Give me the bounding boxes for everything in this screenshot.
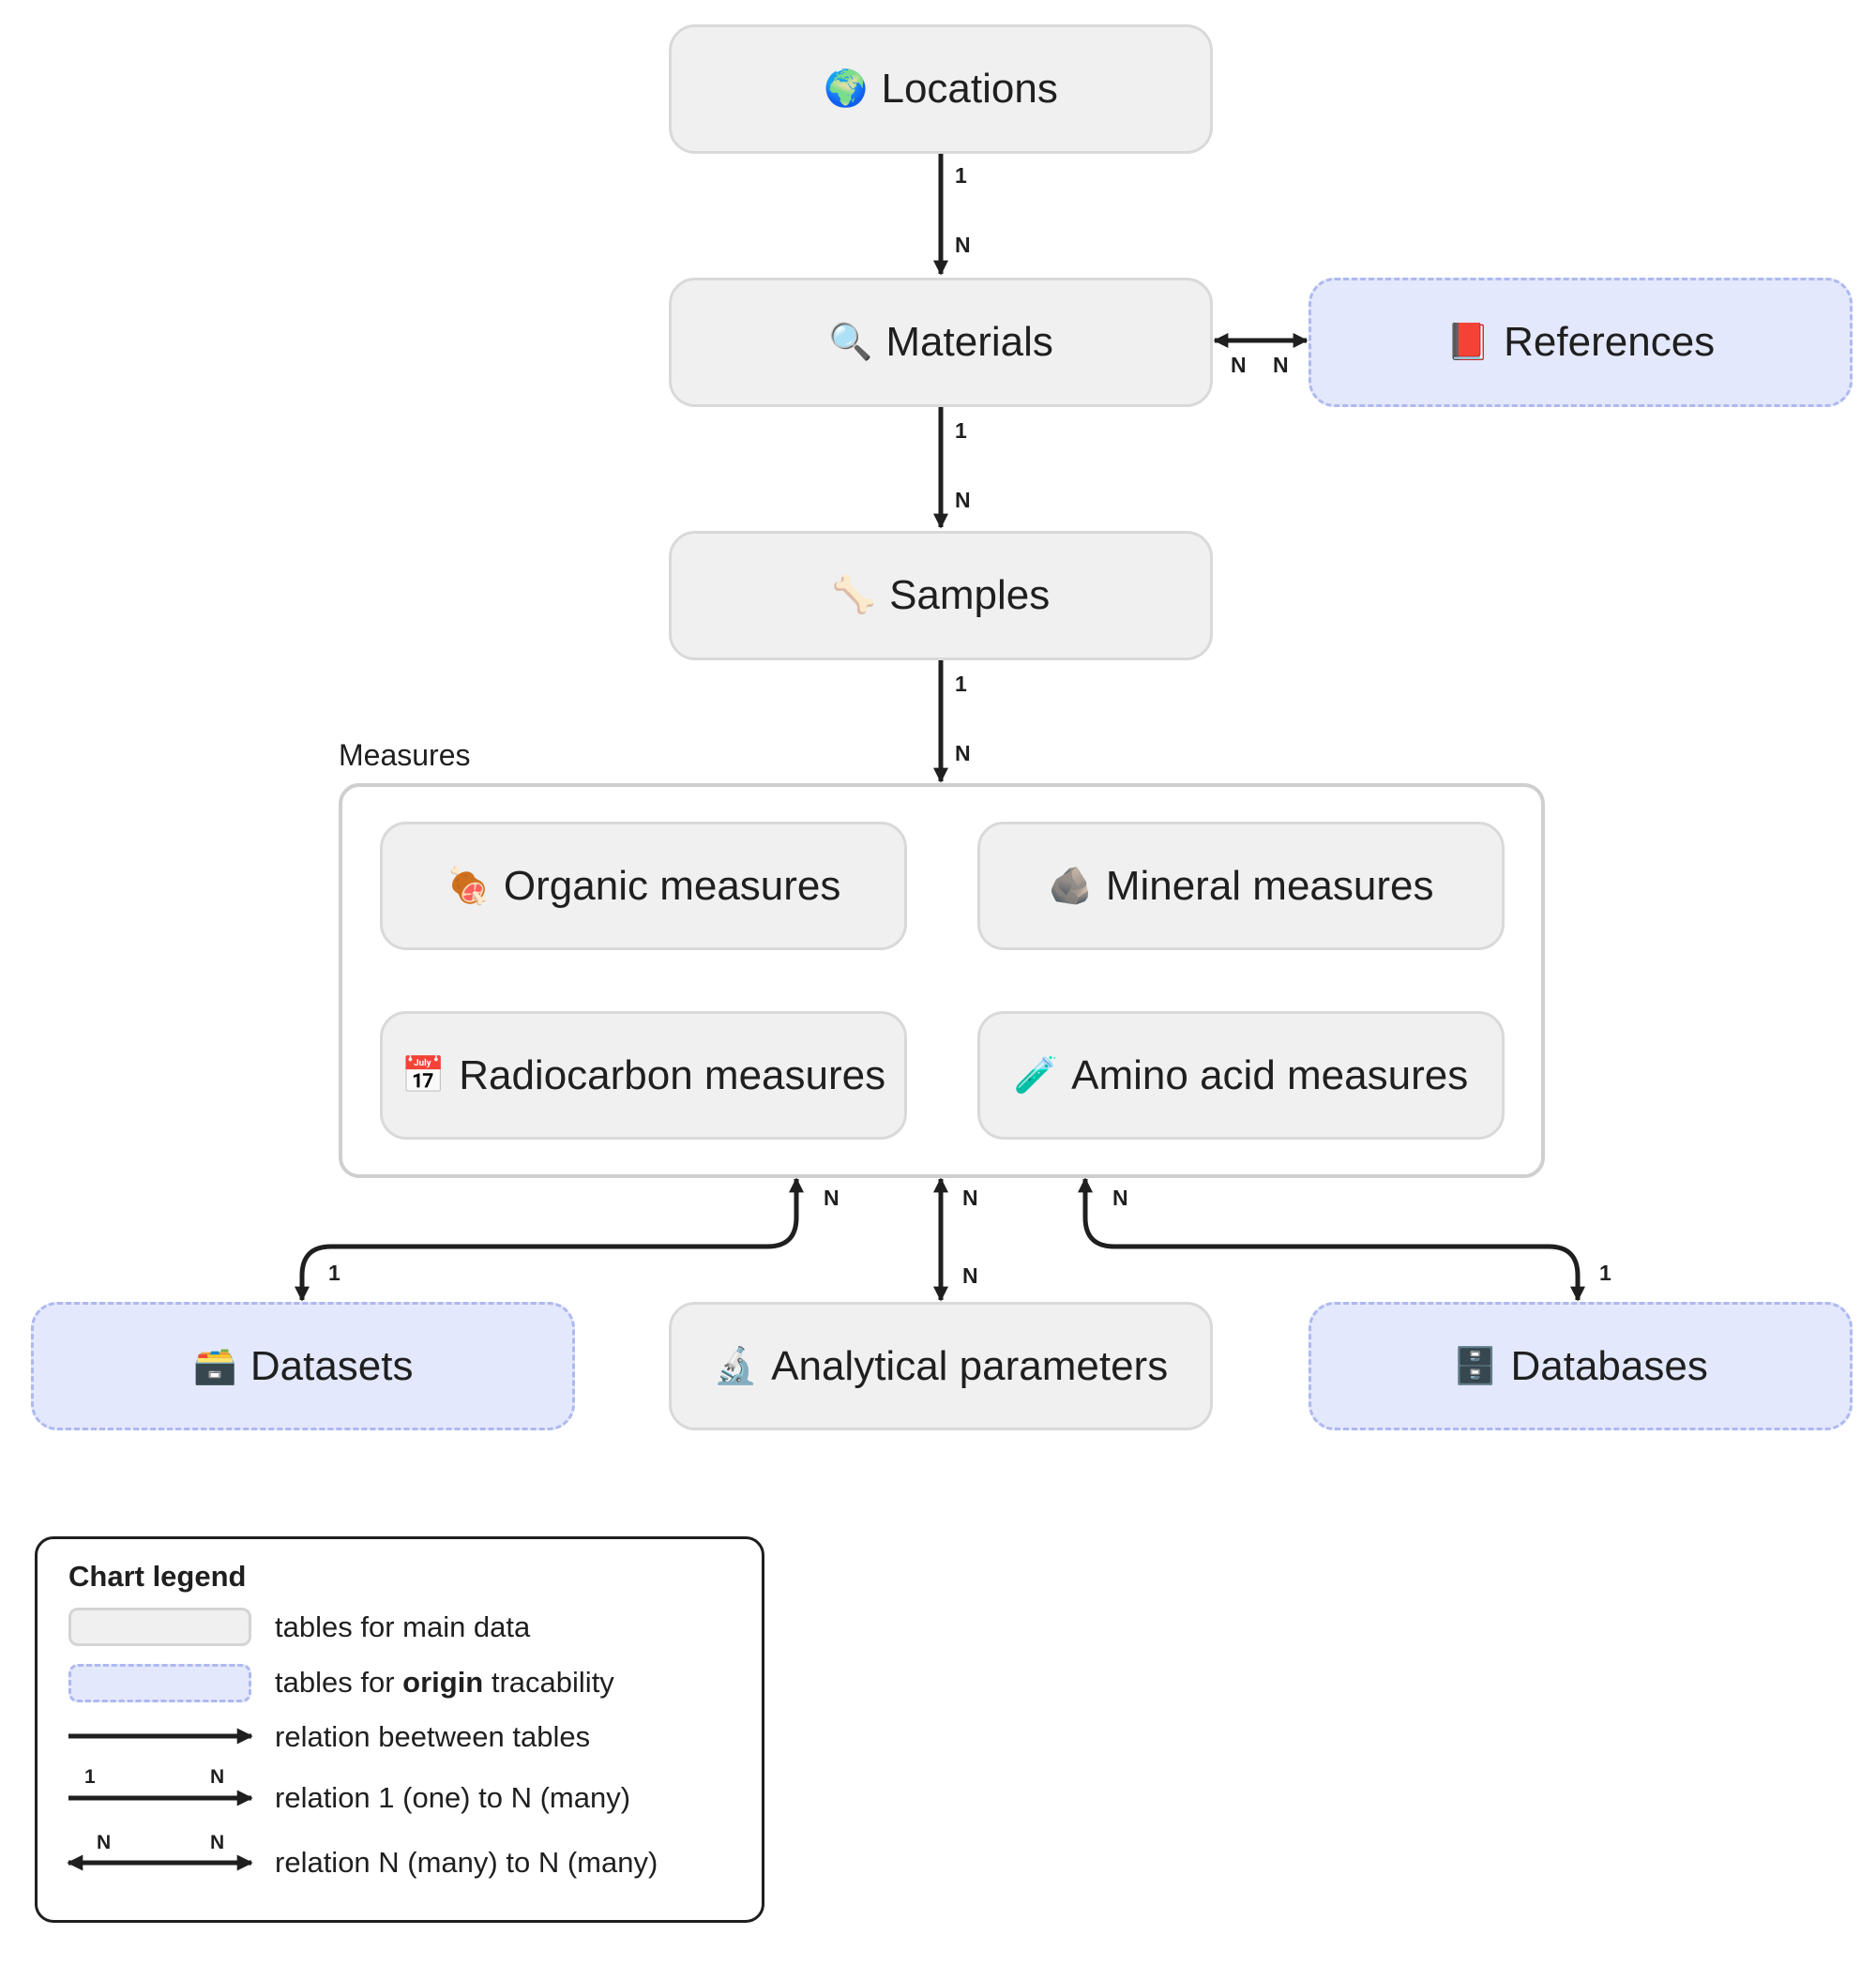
node-datasets[interactable]: 🗃️ Datasets bbox=[31, 1302, 575, 1430]
card-measures-datasets-to: 1 bbox=[328, 1261, 340, 1285]
legend-card-one: 1 bbox=[84, 1766, 96, 1788]
card-materials-samples-from: 1 bbox=[955, 418, 967, 443]
test-tube-icon: 🧪 bbox=[1013, 1055, 1059, 1096]
card-measures-analytical-from: N bbox=[962, 1186, 978, 1210]
node-references-label: References bbox=[1504, 319, 1716, 365]
node-analytical-parameters[interactable]: 🔬 Analytical parameters bbox=[669, 1302, 1213, 1430]
legend-relation-text: relation beetween tables bbox=[275, 1720, 591, 1753]
node-amino-acid-measures[interactable]: 🧪 Amino acid measures bbox=[977, 1011, 1505, 1140]
node-materials[interactable]: 🔍 Materials bbox=[669, 278, 1213, 407]
globe-icon: 🌍 bbox=[824, 69, 869, 109]
bone-icon: 🦴 bbox=[831, 576, 877, 615]
node-radiocarbon-label: Radiocarbon measures bbox=[459, 1051, 886, 1098]
node-locations[interactable]: 🌍 Locations bbox=[669, 24, 1213, 154]
microscope-icon: 🔬 bbox=[713, 1346, 759, 1386]
magnifier-icon: 🔍 bbox=[828, 323, 873, 362]
card-locations-materials-from: 1 bbox=[955, 163, 967, 188]
node-locations-label: Locations bbox=[881, 66, 1058, 112]
edge-measures-datasets bbox=[294, 1177, 805, 1302]
legend-many-to-many-text: relation N (many) to N (many) bbox=[275, 1846, 658, 1879]
node-references[interactable]: 📕 References bbox=[1309, 278, 1853, 407]
group-measures-label: Measures bbox=[339, 738, 471, 772]
node-analytical-label: Analytical parameters bbox=[771, 1342, 1169, 1389]
legend-main-swatch bbox=[68, 1608, 251, 1646]
card-measures-analytical-to: N bbox=[962, 1263, 978, 1288]
rock-icon: 🪨 bbox=[1048, 866, 1093, 906]
node-mineral-measures[interactable]: 🪨 Mineral measures bbox=[977, 822, 1505, 950]
card-materials-references-from: N bbox=[1231, 353, 1247, 377]
node-amino-label: Amino acid measures bbox=[1071, 1051, 1469, 1098]
node-organic-measures[interactable]: 🍖 Organic measures bbox=[380, 822, 907, 950]
card-materials-references-to: N bbox=[1273, 353, 1289, 377]
node-organic-label: Organic measures bbox=[503, 862, 841, 909]
chart-legend: Chart legend tables for main data tables… bbox=[35, 1536, 764, 1923]
node-materials-label: Materials bbox=[885, 319, 1053, 365]
node-samples[interactable]: 🦴 Samples bbox=[669, 531, 1213, 660]
card-measures-databases-to: 1 bbox=[1599, 1261, 1611, 1285]
card-measures-databases-from: N bbox=[1112, 1186, 1128, 1210]
legend-main-text: tables for main data bbox=[275, 1610, 531, 1643]
book-icon: 📕 bbox=[1445, 323, 1491, 362]
card-locations-materials-to: N bbox=[955, 233, 971, 257]
card-samples-measures-from: 1 bbox=[955, 672, 967, 696]
card-measures-datasets-from: N bbox=[824, 1186, 840, 1210]
node-radiocarbon-measures[interactable]: 📅 Radiocarbon measures bbox=[380, 1011, 907, 1140]
legend-origin-prefix: tables for bbox=[275, 1666, 395, 1699]
edge-measures-databases bbox=[1077, 1177, 1586, 1302]
legend-card-many-a: N bbox=[210, 1766, 224, 1788]
legend-origin-text: tables for origin tracability bbox=[275, 1666, 614, 1700]
legend-one-to-many-text: relation 1 (one) to N (many) bbox=[275, 1781, 631, 1814]
node-samples-label: Samples bbox=[889, 572, 1051, 618]
legend-arrows: 1 N N N bbox=[67, 1728, 253, 1871]
legend-origin-suffix: tracability bbox=[491, 1666, 614, 1699]
legend-origin-bold: origin bbox=[402, 1666, 484, 1699]
legend-card-many-c: N bbox=[210, 1832, 224, 1853]
file-cabinet-icon: 🗄️ bbox=[1453, 1346, 1498, 1386]
card-index-box-icon: 🗃️ bbox=[192, 1346, 237, 1386]
node-mineral-label: Mineral measures bbox=[1105, 862, 1434, 909]
legend-title: Chart legend bbox=[68, 1560, 247, 1593]
legend-card-many-b: N bbox=[97, 1832, 111, 1853]
legend-origin-swatch bbox=[68, 1664, 251, 1702]
card-samples-measures-to: N bbox=[955, 741, 971, 765]
meat-icon: 🍖 bbox=[446, 866, 491, 906]
calendar-icon: 📅 bbox=[401, 1055, 446, 1096]
node-databases[interactable]: 🗄️ Databases bbox=[1309, 1302, 1853, 1430]
node-databases-label: Databases bbox=[1510, 1342, 1708, 1389]
card-materials-samples-to: N bbox=[955, 488, 971, 512]
node-datasets-label: Datasets bbox=[250, 1342, 414, 1389]
